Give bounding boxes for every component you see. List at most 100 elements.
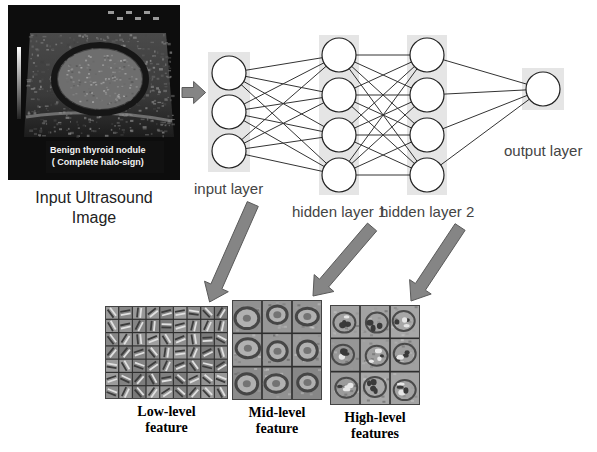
speckle	[150, 63, 153, 65]
speckle	[152, 76, 156, 78]
feature-core	[243, 380, 251, 387]
speckle	[92, 102, 94, 104]
speckle	[135, 78, 137, 80]
speckle	[156, 123, 157, 125]
filter-cell	[188, 373, 201, 385]
feature-noise	[400, 351, 403, 353]
speckle	[33, 71, 35, 72]
feature-noise	[369, 318, 372, 320]
speckle	[169, 68, 171, 69]
speckle	[95, 73, 97, 75]
feature-noise	[354, 331, 357, 333]
layer-node: hidden layer 2	[380, 35, 474, 221]
speckle	[79, 84, 81, 86]
filter-cell	[160, 320, 173, 332]
speckle	[76, 135, 79, 137]
feature-cell	[293, 301, 321, 333]
speckle	[124, 73, 126, 75]
neuron	[322, 78, 356, 112]
filter-stripe	[176, 339, 185, 343]
speckle	[103, 82, 105, 84]
connection-line	[245, 58, 322, 71]
filter-cell	[160, 360, 173, 372]
feature-blob	[377, 356, 381, 361]
feature-noise	[386, 378, 389, 380]
gain-scale	[17, 47, 21, 119]
feature-noise	[415, 306, 418, 308]
speckle	[137, 41, 139, 42]
image-caption: Input Ultrasound Image	[19, 188, 169, 228]
filter-stripe	[108, 379, 118, 382]
speckle	[151, 42, 155, 43]
speckle	[151, 90, 155, 91]
speckle	[145, 107, 147, 109]
feature-cell	[331, 306, 359, 338]
filter-stripe	[221, 347, 224, 357]
speckle	[68, 65, 70, 67]
feature-noise	[345, 359, 348, 361]
layer-band	[319, 35, 359, 195]
filter-stripe	[120, 310, 130, 312]
speckle	[128, 80, 130, 82]
filter-stripe	[176, 365, 185, 369]
filter-cell	[133, 347, 146, 359]
filter-cell	[215, 347, 228, 359]
speckle	[54, 131, 56, 133]
feature-core	[303, 347, 311, 354]
feature-blob	[367, 380, 371, 386]
filter-cell	[215, 360, 228, 372]
speckle	[60, 35, 62, 37]
feature-noise	[408, 341, 411, 343]
feature-blob	[337, 385, 342, 388]
layer-node: hidden layer 1	[292, 35, 386, 221]
connection-line	[245, 137, 322, 148]
speckle	[149, 74, 150, 76]
filter-stripe	[192, 390, 199, 398]
filter-stripe	[165, 334, 170, 343]
filter-cell	[147, 373, 160, 385]
speckle	[130, 130, 133, 133]
layer-label: hidden layer 1	[292, 203, 386, 221]
speckle	[41, 74, 44, 75]
feature-cell	[391, 339, 419, 371]
speckle	[39, 106, 41, 108]
speckle	[107, 104, 109, 106]
speckle	[110, 67, 112, 69]
speckle	[27, 86, 30, 87]
tile-border	[106, 307, 228, 399]
speckle	[86, 93, 88, 95]
speckle	[118, 60, 120, 62]
speckle	[123, 41, 125, 42]
filter-stripe	[162, 323, 172, 325]
speckle	[27, 79, 31, 80]
speckle	[171, 95, 175, 97]
speckle	[39, 131, 42, 134]
speckle	[30, 58, 31, 59]
speckle	[77, 121, 78, 123]
feature-ring	[268, 342, 287, 361]
block-arrow	[313, 223, 377, 296]
speckle	[157, 129, 160, 131]
neuron	[526, 72, 560, 106]
speckle	[70, 121, 71, 122]
filter-stripe	[138, 322, 143, 331]
filter-stripe	[124, 336, 129, 344]
speckle	[130, 34, 133, 36]
feature-cell	[293, 368, 321, 400]
filter-cell	[106, 373, 119, 385]
speckle	[170, 52, 173, 54]
speckle	[119, 79, 121, 81]
feature-blob	[402, 317, 407, 323]
feature-noise	[378, 317, 381, 319]
speckle	[68, 70, 70, 72]
feature-label: Low-level feature	[125, 404, 209, 436]
feature-ring	[394, 380, 416, 400]
speckle	[120, 60, 122, 62]
speckle	[157, 94, 160, 95]
speckle	[172, 115, 174, 116]
speckle	[158, 91, 161, 93]
filter-cell	[174, 333, 187, 345]
speckle	[150, 120, 154, 122]
speckle	[162, 122, 166, 124]
feature-noise	[356, 313, 359, 315]
